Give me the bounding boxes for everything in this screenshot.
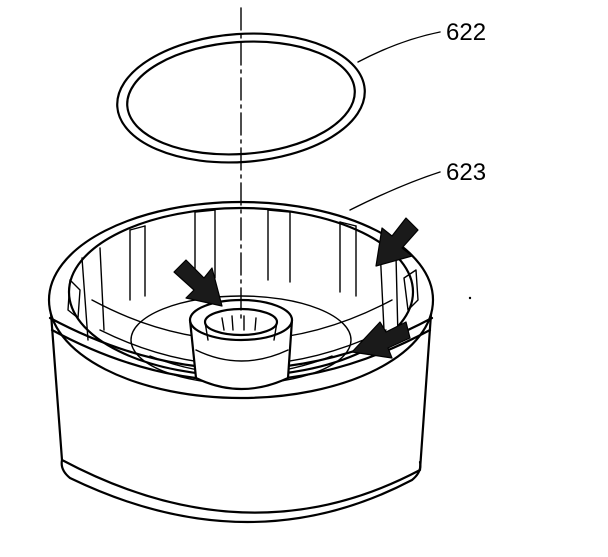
arrow-icon — [351, 321, 411, 359]
snap-ring — [116, 32, 366, 164]
center-hub — [188, 298, 294, 391]
callout-label-622: 622 — [446, 19, 486, 46]
leader-line-622 — [357, 31, 441, 63]
arrow-icon — [173, 259, 223, 307]
leader-line-623 — [349, 171, 441, 211]
speck — [468, 296, 472, 300]
arrow-icon — [375, 217, 419, 267]
callout-label-623: 623 — [446, 159, 486, 186]
